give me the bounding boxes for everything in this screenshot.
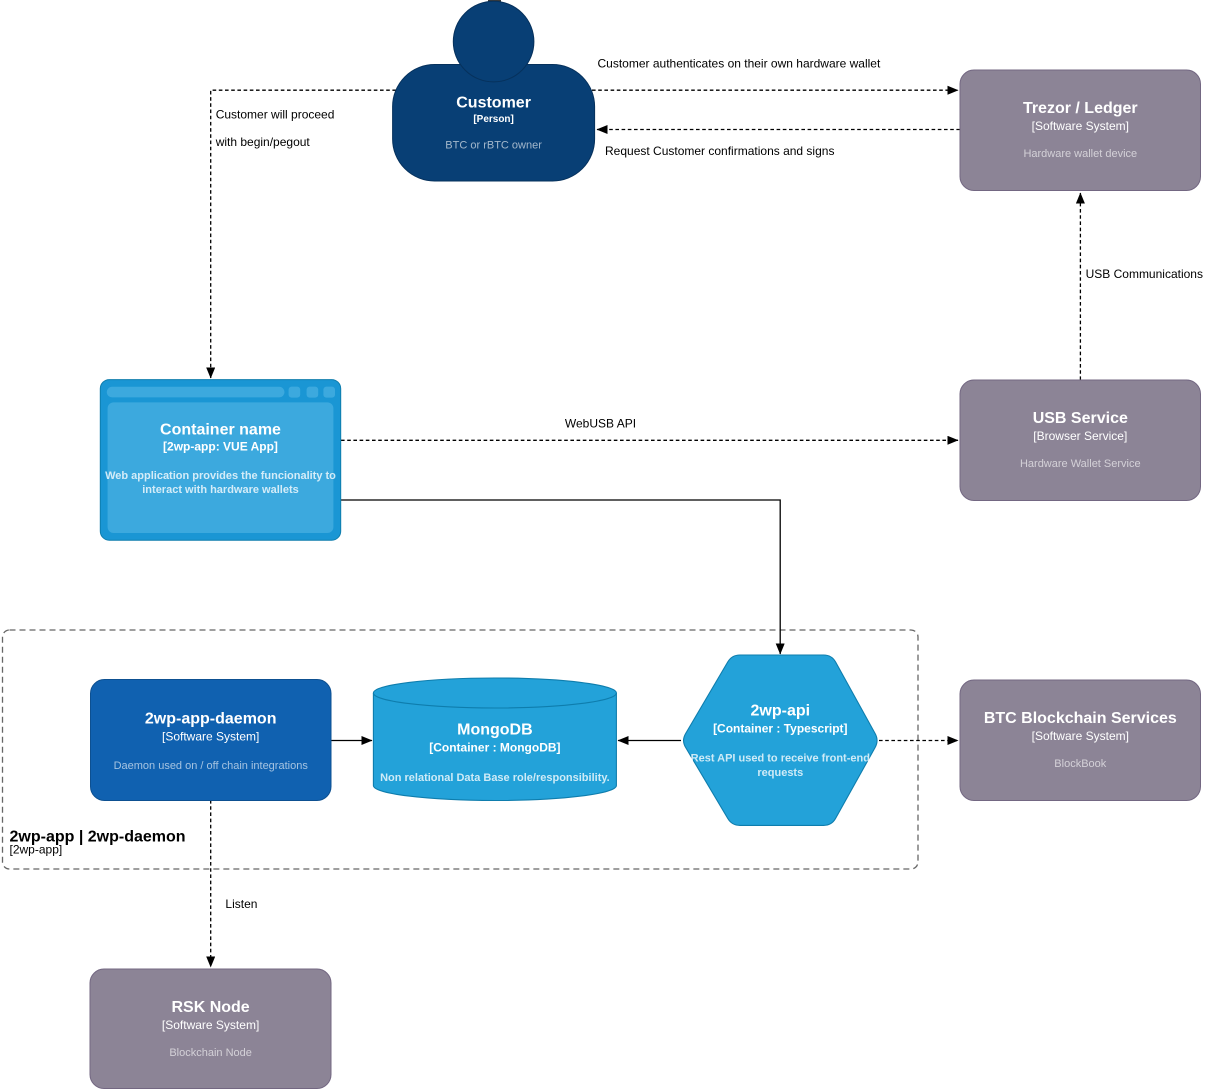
svg-text:[Software System]: [Software System] bbox=[162, 730, 259, 744]
svg-text:Trezor / Ledger: Trezor / Ledger bbox=[1023, 100, 1138, 117]
svg-text:2wp-app | 2wp-daemon: 2wp-app | 2wp-daemon bbox=[10, 829, 186, 846]
svg-text:Customer: Customer bbox=[456, 95, 531, 112]
svg-text:with begin/pegout: with begin/pegout bbox=[215, 135, 311, 149]
svg-text:USB Communications: USB Communications bbox=[1086, 267, 1203, 281]
svg-text:Hardware wallet device: Hardware wallet device bbox=[1023, 148, 1137, 160]
svg-text:Non relational Data Base role/: Non relational Data Base role/responsibi… bbox=[380, 772, 610, 784]
svg-text:[2wp-app]: [2wp-app] bbox=[10, 843, 63, 857]
svg-text:2wp-api: 2wp-api bbox=[751, 703, 811, 720]
svg-text:[Container : Typescript]: [Container : Typescript] bbox=[713, 722, 847, 736]
svg-text:[Software System]: [Software System] bbox=[162, 1018, 259, 1032]
svg-text:Listen: Listen bbox=[225, 897, 257, 911]
svg-text:BlockBook: BlockBook bbox=[1054, 758, 1106, 770]
svg-text:MongoDB: MongoDB bbox=[457, 722, 533, 739]
svg-text:Container name: Container name bbox=[160, 422, 281, 439]
svg-text:Web application provides the f: Web application provides the funcionalit… bbox=[105, 470, 336, 482]
svg-text:USB Service: USB Service bbox=[1033, 410, 1128, 427]
svg-text:2wp-app-daemon: 2wp-app-daemon bbox=[145, 711, 277, 728]
svg-text:Customer will proceed: Customer will proceed bbox=[216, 108, 335, 122]
svg-text:[Browser Service]: [Browser Service] bbox=[1033, 429, 1127, 443]
svg-text:BTC Blockchain Services: BTC Blockchain Services bbox=[984, 710, 1177, 727]
svg-text:Hardware Wallet Service: Hardware Wallet Service bbox=[1020, 458, 1141, 470]
svg-text:interact with hardware wallets: interact with hardware wallets bbox=[142, 484, 299, 496]
svg-text:Rest API used to receive front: Rest API used to receive front-end bbox=[691, 753, 870, 765]
svg-text:WebUSB API: WebUSB API bbox=[565, 417, 636, 431]
svg-text:[Container : MongoDB]: [Container : MongoDB] bbox=[429, 741, 560, 755]
svg-text:BTC or rBTC owner: BTC or rBTC owner bbox=[445, 140, 542, 152]
svg-text:[Software System]: [Software System] bbox=[1032, 729, 1129, 743]
svg-text:RSK Node: RSK Node bbox=[171, 999, 249, 1016]
svg-text:Customer authenticates on thei: Customer authenticates on their own hard… bbox=[598, 57, 881, 71]
svg-text:requests: requests bbox=[757, 767, 803, 779]
svg-text:Request Customer confirmations: Request Customer confirmations and signs bbox=[605, 144, 834, 158]
svg-text:[2wp-app: VUE App]: [2wp-app: VUE App] bbox=[163, 440, 278, 454]
svg-text:Blockchain Node: Blockchain Node bbox=[169, 1047, 252, 1059]
svg-text:[Software System]: [Software System] bbox=[1032, 119, 1129, 133]
svg-text:Daemon used on / off chain int: Daemon used on / off chain integrations bbox=[114, 760, 309, 772]
svg-text:[Person]: [Person] bbox=[473, 114, 514, 125]
